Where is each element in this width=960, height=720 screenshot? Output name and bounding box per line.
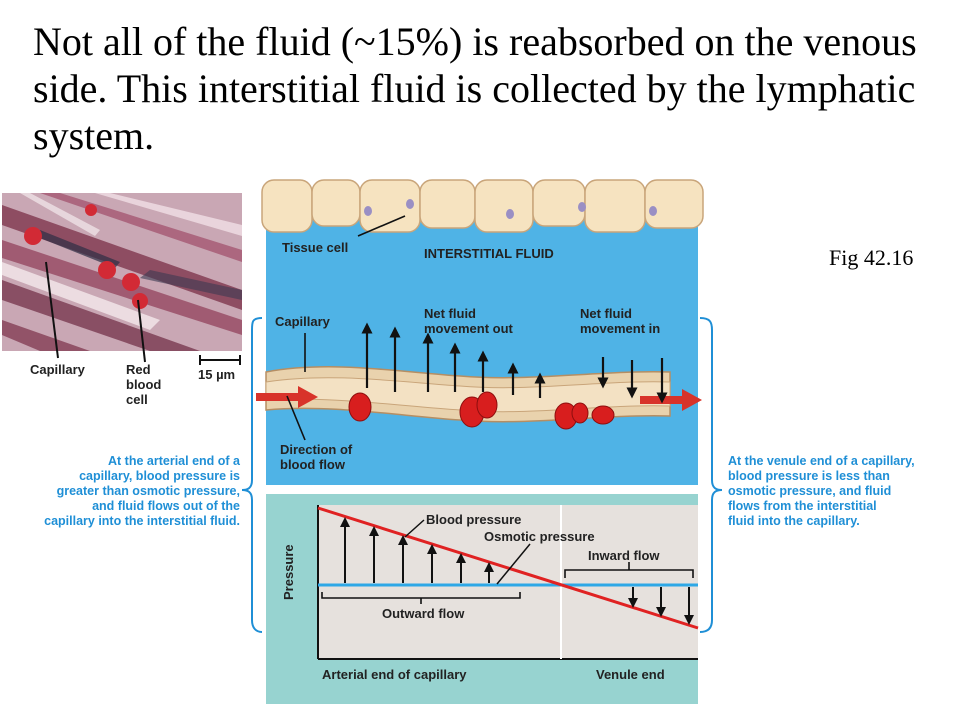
venule-end-caption: At the venule end of a capillary, blood … xyxy=(728,454,915,528)
blood-pressure-label: Blood pressure xyxy=(426,512,522,527)
capillary-label: Capillary xyxy=(275,314,330,329)
inflow-arrows xyxy=(597,357,668,404)
inward-flow-arrows xyxy=(628,587,694,625)
arterial-end-caption: At the arterial end of a capillary, bloo… xyxy=(44,454,240,528)
outflow-arrows xyxy=(361,322,546,398)
slide-heading: Not all of the fluid (~15%) is reabsorbe… xyxy=(33,19,917,158)
red-blood-cells xyxy=(348,391,615,430)
right-brace xyxy=(699,317,723,633)
blood-pressure-line xyxy=(317,506,699,630)
interstitial-fluid-label: INTERSTITIAL FLUID xyxy=(424,246,554,261)
scale-bar-label: 15 µm xyxy=(198,367,236,382)
tissue-cell-label: Tissue cell xyxy=(282,240,349,255)
tissue-cells xyxy=(261,179,704,233)
outward-flow-label: Outward flow xyxy=(382,606,465,621)
pressure-graph xyxy=(266,494,699,704)
net-in-label: Net fluid movement in xyxy=(580,306,661,336)
micrograph-image xyxy=(2,193,242,351)
arterial-end-label: Arterial end of capillary xyxy=(322,667,467,682)
net-out-label: Net fluid movement out xyxy=(424,306,513,336)
inward-flow-label: Inward flow xyxy=(588,548,660,563)
left-brace xyxy=(241,317,263,633)
interstitial-fluid-panel xyxy=(256,179,704,485)
micrograph-rbc-label: Red blood cell xyxy=(126,362,162,407)
graph-y-label: Pressure xyxy=(281,544,296,600)
osmotic-pressure-label: Osmotic pressure xyxy=(484,529,595,544)
figure-reference: Fig 42.16 xyxy=(829,245,914,270)
outward-flow-arrows xyxy=(340,517,494,583)
micrograph-capillary-label: Capillary xyxy=(30,362,85,377)
direction-label: Direction of blood flow xyxy=(280,442,353,472)
venule-end-label: Venule end xyxy=(596,667,665,682)
